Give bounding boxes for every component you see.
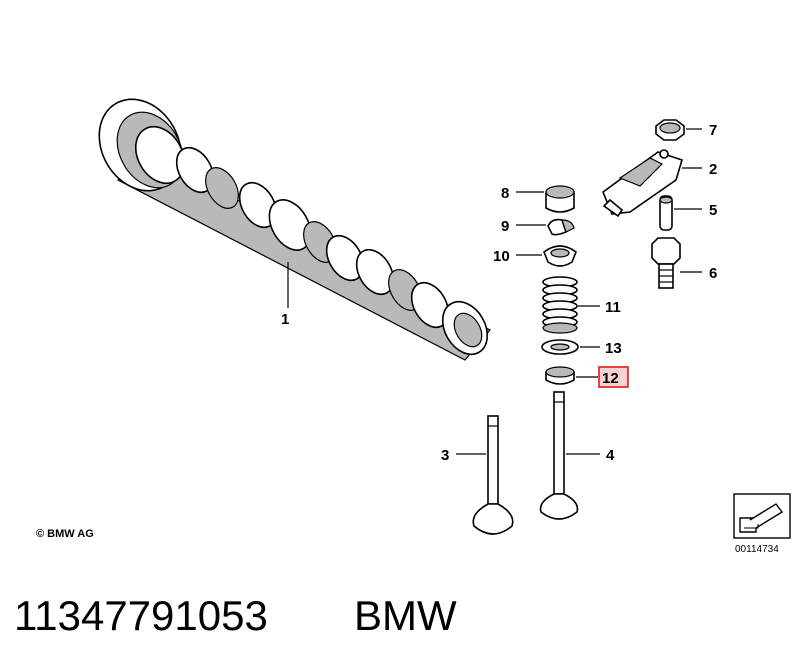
- camshaft: [98, 98, 491, 361]
- callout-12-highlight: [598, 366, 629, 388]
- callout-7: 7: [709, 122, 717, 139]
- callout-13: 13: [605, 340, 622, 357]
- callout-8: 8: [501, 185, 509, 202]
- leader-lines: [287, 128, 702, 455]
- part-number: 11347791053: [14, 592, 268, 639]
- image-number: 00114734: [735, 544, 779, 555]
- spring-seat: [541, 339, 579, 355]
- callout-9: 9: [501, 218, 509, 235]
- valve-cotters: [547, 218, 575, 236]
- intake-valve: [472, 415, 514, 535]
- callouts: 1 2 3 4 5 6 7 8 9 10 11 13 12: [281, 122, 717, 464]
- hex-bolt: [651, 237, 681, 289]
- callout-1: 1: [281, 311, 289, 328]
- callout-10: 10: [493, 248, 510, 265]
- callout-4: 4: [606, 447, 615, 464]
- valve-tappet: [545, 185, 575, 213]
- callout-6: 6: [709, 265, 717, 282]
- callout-2: 2: [709, 161, 717, 178]
- callout-12: 12: [602, 370, 619, 387]
- brand-name: BMW: [354, 592, 457, 639]
- valve-stem-seal: [545, 366, 575, 385]
- valve-spring: [542, 276, 578, 334]
- callout-3: 3: [441, 447, 449, 464]
- hex-nut: [655, 119, 685, 141]
- adjusting-screw: [659, 195, 673, 231]
- rocker-arm: [602, 149, 683, 218]
- diagram-arrow-icon[interactable]: [733, 493, 791, 539]
- callout-11: 11: [605, 299, 621, 316]
- spring-retainer: [543, 245, 577, 267]
- callout-5: 5: [709, 202, 717, 219]
- exhaust-valve: [539, 391, 579, 520]
- copyright-notice: © BMW AG: [36, 528, 94, 540]
